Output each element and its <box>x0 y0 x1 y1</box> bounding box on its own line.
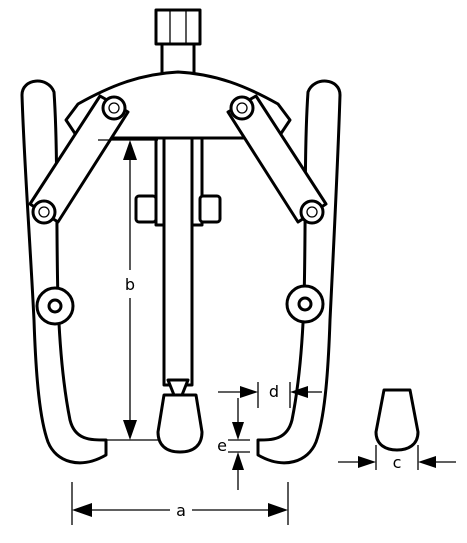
dimension-e: e <box>217 398 250 490</box>
right-link <box>226 94 328 225</box>
left-link <box>28 94 130 225</box>
label-d: d <box>269 382 279 401</box>
spindle-rod <box>162 128 194 387</box>
label-c: c <box>393 453 402 472</box>
right-lock-nut <box>198 194 222 224</box>
dimension-b: b <box>98 139 158 441</box>
left-lock-nut <box>134 194 158 224</box>
dimension-a: a <box>71 482 289 525</box>
pressure-pad <box>156 393 204 454</box>
spindle-thread <box>160 42 196 76</box>
left-jaw <box>20 79 108 465</box>
hex-drive-nut <box>154 8 202 46</box>
pad-detail <box>374 388 420 452</box>
dimension-d: d <box>218 382 322 408</box>
label-b: b <box>125 275 135 294</box>
spindle <box>134 128 222 454</box>
label-a: a <box>176 501 186 520</box>
right-jaw <box>256 79 342 465</box>
left-jaw-pivot-pin <box>47 298 63 314</box>
dimension-c: c <box>338 445 456 472</box>
spindle-point <box>166 378 190 397</box>
right-jaw-pivot-pin <box>297 296 313 312</box>
label-e: e <box>217 436 227 455</box>
